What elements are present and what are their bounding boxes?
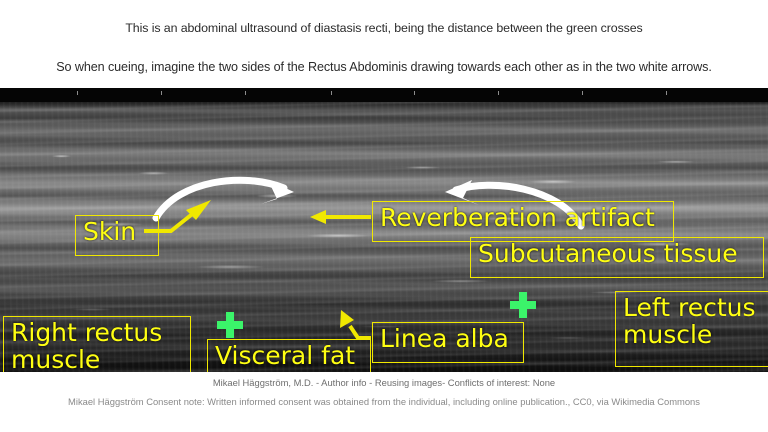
right-white-arrow	[445, 180, 585, 230]
credit-line-1: Mikael Häggström, M.D. - Author info - R…	[212, 377, 556, 388]
label-left-rectus-muscle: Left rectus muscle	[615, 291, 768, 367]
label-reverberation-artifact: Reverberation artifact	[372, 201, 674, 242]
ultrasound-speckle-texture	[0, 88, 768, 372]
caption-line-2: So when cueing, imagine the two sides of…	[56, 60, 712, 74]
depth-tick	[498, 91, 499, 95]
skin-arrow	[144, 200, 211, 233]
caption-line-1: This is an abdominal ultrasound of diast…	[125, 21, 643, 35]
depth-tick	[245, 91, 246, 95]
annotation-arrows-overlay	[144, 176, 585, 340]
label-right-rectus-muscle: Right rectus muscle	[3, 316, 191, 372]
depth-tick	[331, 91, 332, 95]
linea-alba-arrow	[340, 310, 371, 340]
depth-tick	[666, 91, 667, 95]
ultrasound-image-panel: Skin Reverberation artifact Subcutaneous…	[0, 88, 768, 372]
depth-tick	[77, 91, 78, 95]
caliper-vertical-bar	[519, 292, 527, 318]
depth-tick	[161, 91, 162, 95]
credit-line-2: Mikael Häggström Consent note: Written i…	[68, 396, 700, 407]
caliper-vertical-bar	[226, 312, 234, 338]
depth-tick	[582, 91, 583, 95]
depth-tick	[414, 91, 415, 95]
ultrasound-near-field-band	[0, 88, 768, 102]
label-subcutaneous-tissue: Subcutaneous tissue	[470, 237, 764, 278]
label-visceral-fat: Visceral fat	[207, 339, 371, 372]
top-caption-block: This is an abdominal ultrasound of diast…	[0, 0, 768, 88]
reverberation-artifact-arrow	[310, 210, 371, 224]
label-skin: Skin	[75, 215, 159, 256]
ultrasound-scan-image	[0, 88, 768, 372]
left-white-arrow	[152, 176, 294, 222]
label-linea-alba: Linea alba	[372, 322, 524, 363]
